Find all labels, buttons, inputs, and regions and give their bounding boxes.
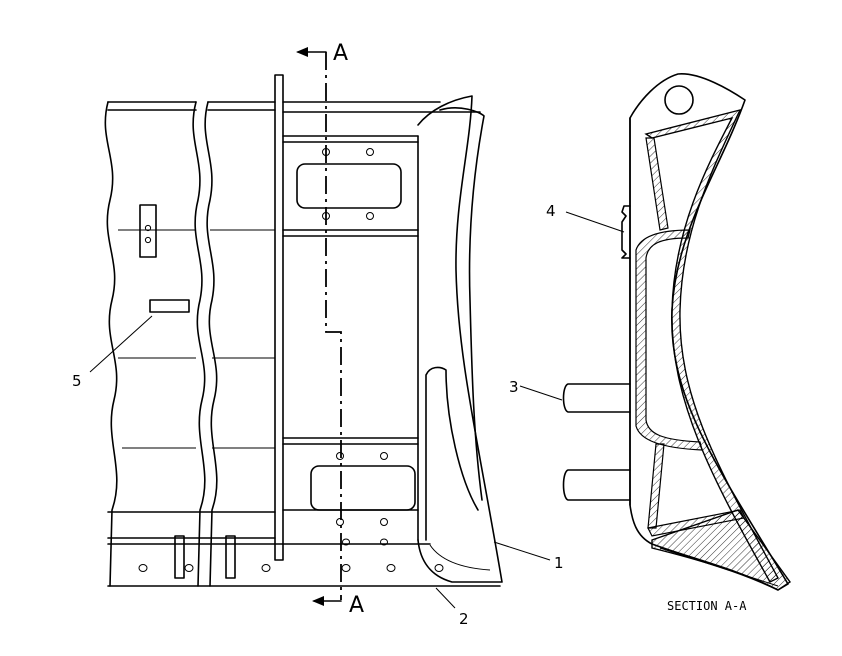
blade-break-line-2 (204, 101, 218, 587)
section-cutting-edge (651, 509, 791, 591)
section-cut-line (325, 52, 342, 600)
leader-2 (435, 587, 456, 609)
moldboard-plate (644, 108, 779, 583)
bolt-hole (366, 212, 374, 220)
bolt-hole (336, 452, 344, 460)
end-bit-outer (417, 95, 503, 583)
cutting-edge-bolts (138, 538, 444, 572)
bracket-hole (144, 236, 152, 244)
callout-1: 1 (554, 554, 564, 572)
blade-break-line-1 (192, 101, 206, 587)
section-caption: SECTION A-A (667, 599, 747, 613)
upper-brace (645, 137, 669, 231)
bracket-lower (562, 469, 631, 501)
bracket-4 (621, 205, 631, 259)
bottom-bracket (174, 535, 185, 579)
leader-3 (519, 385, 563, 401)
upper-slot (296, 163, 402, 209)
section-arrow-bottom-head (312, 596, 324, 606)
bracket-hole (144, 224, 152, 232)
bolt-hole (380, 452, 388, 460)
lower-brace (647, 443, 665, 529)
blade-left-broken-edge (104, 101, 118, 587)
identification-plate (149, 299, 190, 313)
bottom-bracket (225, 535, 236, 579)
edge-line (659, 547, 779, 587)
section-view: 4 3 SECTION A-A (509, 73, 791, 613)
leader-5 (89, 315, 153, 373)
bolt-hole (336, 518, 344, 526)
callout-3: 3 (509, 378, 519, 396)
section-arrow-top-head (296, 47, 308, 57)
section-marker-top: A (333, 41, 348, 66)
bolt-hole (380, 518, 388, 526)
lift-bracket (139, 204, 157, 258)
end-bit-edge (429, 544, 491, 571)
lifting-eye (664, 85, 694, 115)
leader-1 (493, 541, 551, 561)
front-view: A A 5 1 2 (72, 41, 564, 628)
leader-4 (565, 211, 625, 233)
lower-slot (310, 465, 416, 511)
bolt-hole (366, 148, 374, 156)
callout-5: 5 (72, 372, 82, 390)
end-bit-inner (439, 107, 485, 501)
vertical-plate (274, 74, 284, 561)
callout-2: 2 (459, 610, 469, 628)
bracket-3 (562, 383, 631, 413)
callout-4: 4 (546, 202, 556, 220)
center-box (635, 229, 703, 451)
end-bit-lower-plate (425, 366, 479, 541)
section-marker-bottom: A (349, 593, 364, 618)
